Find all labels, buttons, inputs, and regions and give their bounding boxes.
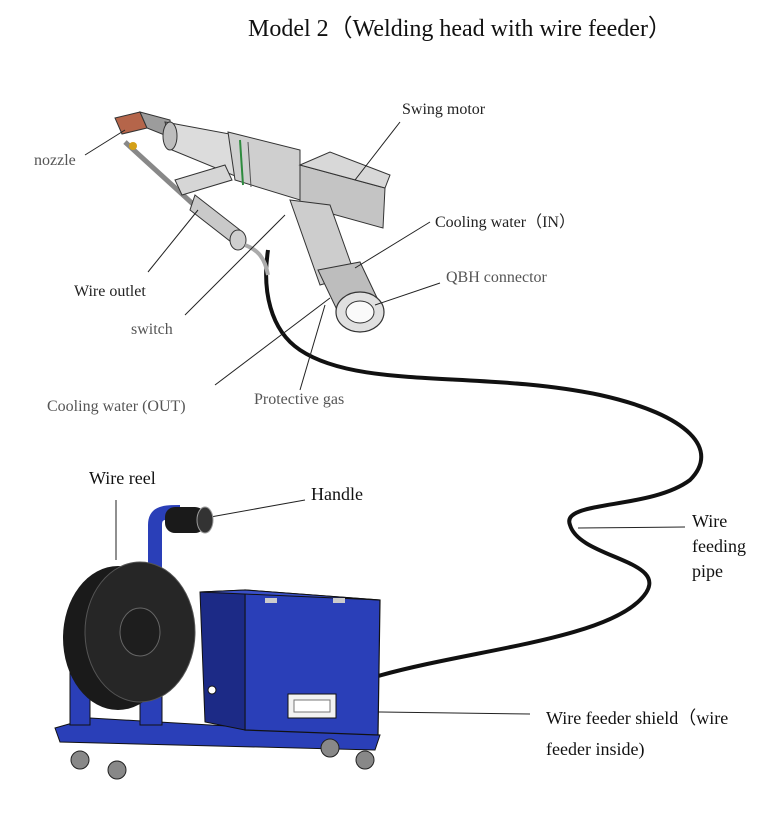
label-wire-outlet: Wire outlet xyxy=(74,283,146,300)
label-qbh-connector: QBH connector xyxy=(446,269,547,286)
wire-feeder xyxy=(54,505,381,780)
label-switch: switch xyxy=(131,321,173,338)
label-wire-feeding-pipe-line2: feeding xyxy=(692,536,746,556)
label-protective-gas: Protective gas xyxy=(254,391,345,408)
cart-wheels xyxy=(70,738,375,780)
label-wire-feeding-pipe-line1: Wire xyxy=(692,511,728,531)
welding-head xyxy=(114,111,391,333)
wire-feeding-pipe xyxy=(264,249,704,678)
label-wire-feeder-shield-line1: Wire feeder shield（wire xyxy=(546,708,729,728)
label-swing-motor: Swing motor xyxy=(402,101,486,118)
diagram-title: Model 2（Welding head with wire feeder） xyxy=(248,16,672,42)
label-handle: Handle xyxy=(311,484,363,504)
label-cooling-water-in: Cooling water（IN） xyxy=(435,214,575,231)
label-wire-feeding-pipe-line3: pipe xyxy=(692,561,723,581)
head-body xyxy=(227,131,301,201)
leader-lines xyxy=(84,121,686,715)
label-cooling-water-out: Cooling water (OUT) xyxy=(47,398,186,415)
label-wire-feeder-shield-line2: feeder inside) xyxy=(546,739,645,759)
handle-grip xyxy=(165,507,205,533)
label-nozzle: nozzle xyxy=(34,152,76,169)
label-wire-reel: Wire reel xyxy=(89,468,156,488)
